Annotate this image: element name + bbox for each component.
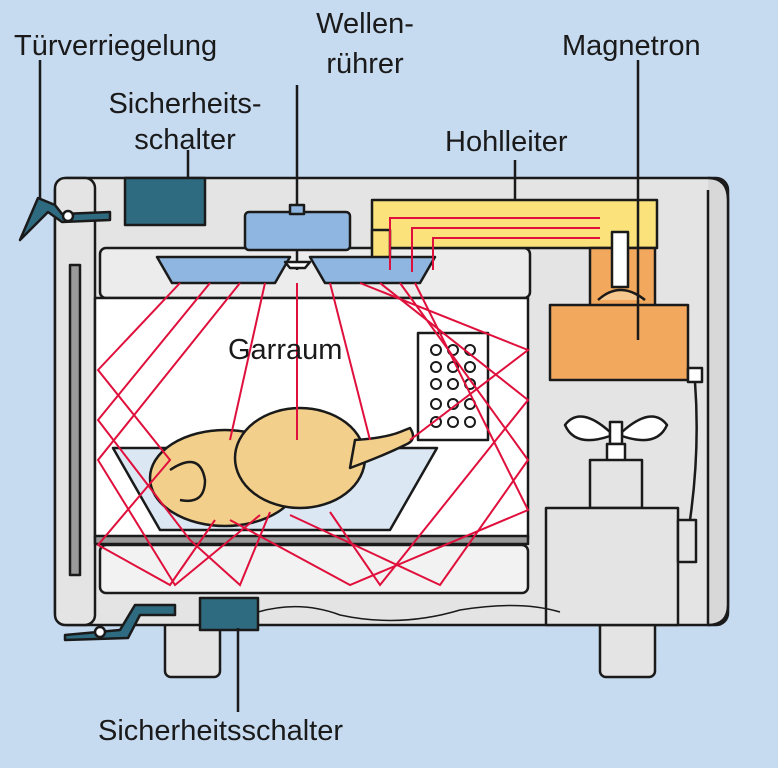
waveguide — [370, 198, 659, 250]
safety-switch-bottom — [198, 596, 260, 632]
safety-switch-top — [123, 176, 207, 227]
wave-stirrer — [155, 255, 437, 285]
label-safety-switch-top-line2: schalter — [134, 124, 236, 156]
door-lock-bottom — [63, 603, 177, 642]
label-door-lock: Türverriegelung — [14, 30, 218, 62]
door-window — [68, 263, 82, 577]
stirrer-compartment — [98, 246, 532, 300]
label-safety-switch-bottom: Sicherheitsschalter — [98, 715, 343, 747]
label-magnetron: Magnetron — [562, 30, 701, 62]
magnetron — [548, 303, 690, 382]
transformer — [544, 506, 680, 627]
label-stirrer-line1: Wellen- — [316, 8, 414, 40]
label-stirrer-line2: rührer — [326, 48, 404, 80]
bottom-compartment — [98, 543, 530, 595]
label-cooking-chamber: Garraum — [228, 334, 343, 366]
microwave-rays — [96, 217, 600, 587]
chicken — [148, 406, 415, 528]
label-safety-switch-top-line1: Sicherheits- — [108, 88, 262, 120]
stirrer-motor — [243, 210, 352, 252]
label-waveguide: Hohlleiter — [445, 126, 568, 158]
cooling-fan — [563, 415, 669, 510]
